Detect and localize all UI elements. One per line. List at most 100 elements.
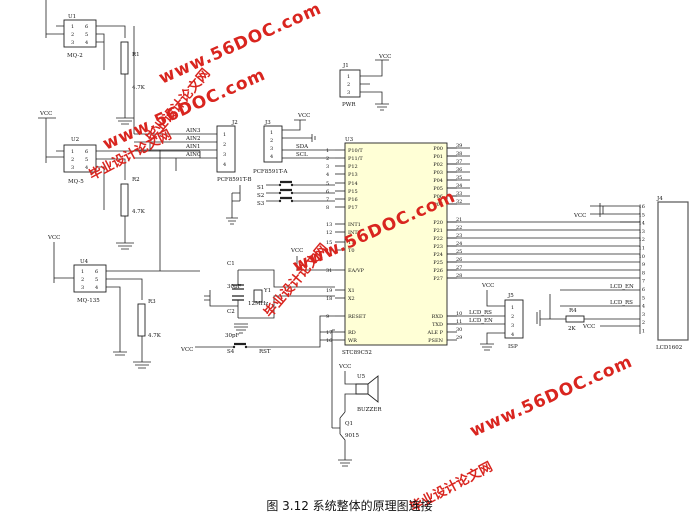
connector-j1: J1 VCC 1 2 3 PWR <box>339 54 391 111</box>
u3-left-pin-number: 5 <box>326 181 329 187</box>
j4-pin-number: 16 <box>639 204 645 210</box>
u3-ref: U3 <box>345 137 354 143</box>
j4-pin-number: 6 <box>642 287 645 293</box>
j5-net: LCD_RS <box>469 310 492 316</box>
j4-name: LCD1602 <box>656 345 682 351</box>
u3-right-pin-number: 26 <box>456 257 462 263</box>
u3-right-pin-number: 25 <box>456 249 462 255</box>
r2-ref: R2 <box>132 177 140 183</box>
j4-net: LCD_RS <box>610 300 633 306</box>
connector-j5: VCC J5 1 2 3 4 ISP LCD_RS LCD_EN <box>447 283 524 351</box>
j1-ref: J1 <box>342 63 349 69</box>
u3-right-pin-number: 37 <box>456 159 462 165</box>
j1-body <box>339 69 361 98</box>
u3-left-pin-label: INT0 <box>348 230 361 236</box>
u3-right-pin-number: 36 <box>456 167 462 173</box>
connector-j2: J2 1 2 3 4 AIN3 AIN2 AIN1 AIN0 PCF8591T-… <box>133 26 252 271</box>
u3-right-pin-label: PSEN <box>428 338 443 344</box>
u3-right-pin-label: TXD <box>432 322 443 328</box>
r3-body <box>137 303 146 337</box>
u3-right-pin-label: P22 <box>433 236 443 242</box>
reset-switch-s4: VCC S4 RST <box>180 315 335 355</box>
j4-pin-number: 1 <box>642 329 645 335</box>
u3-right-pin-label: P23 <box>433 244 443 250</box>
j3-name: PCF8591T-A <box>253 169 289 175</box>
u4-name: MQ-135 <box>77 298 100 304</box>
u3-right-pin-number: 29 <box>456 335 462 341</box>
connector-j3: J3 VCC 1 2 3 4 SDA SCL PCF8591T-A <box>253 113 335 175</box>
u3-right-pin-number: 32 <box>456 199 462 205</box>
c2-ref: C2 <box>227 309 235 315</box>
u4-ref: U4 <box>80 259 89 265</box>
r3-value: 4.7K <box>148 333 162 339</box>
u2-pin: 2 <box>71 157 74 163</box>
u3-right-pin-label: P25 <box>433 260 443 266</box>
q1-name: 9015 <box>345 433 359 439</box>
resistor-r4: R4 2K VCC <box>536 294 640 332</box>
j2-pin: 1 <box>223 132 226 138</box>
j4-pin-number: 13 <box>639 229 645 235</box>
u2-pin: 4 <box>85 165 88 171</box>
u3-name: STC89C52 <box>342 350 372 356</box>
u3-right-pin-number: 21 <box>456 217 462 223</box>
sensor-u2: U2 VCC 1 2 3 6 5 4 MQ-5 R2 4.7K <box>38 111 200 250</box>
u3-left-pin-label: WR <box>348 338 357 344</box>
j1-pin: 2 <box>347 82 350 88</box>
c2-value: 30pF <box>225 333 240 339</box>
u3-left-pin-label: INT1 <box>348 222 361 228</box>
r3-ref: R3 <box>148 299 156 305</box>
r1-value: 4.7K <box>132 85 146 91</box>
u3-right-pin-label: P00 <box>433 146 443 152</box>
u3-left-pin-label: T0 <box>348 248 355 254</box>
u3-left-pin-number: 19 <box>326 288 332 294</box>
u3-right-pin-number: 28 <box>456 273 462 279</box>
y1-body <box>253 289 263 303</box>
j3-ref: J3 <box>264 120 271 126</box>
u3-right-pin-number: 30 <box>456 327 462 333</box>
u3-right-pin-label: P01 <box>433 154 443 160</box>
watermark-url: www.56DOC.com <box>467 352 636 442</box>
u3-left-pin-label: X2 <box>348 296 355 302</box>
u3-left-pin-number: 14 <box>326 248 332 254</box>
switch-ref: S3 <box>257 201 265 207</box>
u3-left-pin-number: 7 <box>326 197 329 203</box>
y1-value: 12MHz <box>248 301 268 307</box>
j2-net: AIN1 <box>185 144 200 150</box>
vcc-label: VCC <box>582 324 595 330</box>
u1-name: MQ-2 <box>67 53 83 59</box>
j3-body <box>263 125 283 163</box>
j5-name: ISP <box>508 344 518 350</box>
u3-left-pin-label: RESET <box>348 314 366 320</box>
j2-net: AIN0 <box>185 152 201 158</box>
y1-ref: Y1 <box>263 288 271 294</box>
switch-ref: S2 <box>257 193 264 199</box>
r2-value: 4.7K <box>132 209 146 215</box>
vcc-label: VCC <box>481 283 494 289</box>
u3-right-pin-number: 35 <box>456 175 462 181</box>
u3-right-pin-number: 33 <box>456 191 462 197</box>
switch-ref: S1 <box>257 185 264 191</box>
figure-caption: 图 3.12 系统整体的原理图连接 <box>266 499 433 513</box>
u3-left-pin-number: 9 <box>326 314 329 320</box>
oscillator: VCC C1 30pF C2 30pF Y1 12MHz <box>204 248 335 339</box>
u1-pin: 6 <box>85 24 88 30</box>
j5-net: LCD_EN <box>469 318 493 324</box>
j4-pin-number: 10 <box>639 254 645 260</box>
u4-body <box>73 264 107 293</box>
vcc-label: VCC <box>47 235 60 241</box>
u5-ref: U5 <box>357 374 366 380</box>
u4-pin: 4 <box>95 285 98 291</box>
vcc-label: VCC <box>573 213 586 219</box>
j2-net: AIN2 <box>185 136 200 142</box>
u1-pin: 3 <box>71 40 74 46</box>
vcc-label: VCC <box>180 347 193 353</box>
u3-right-pin-number: 34 <box>456 183 462 189</box>
u2-pin: 6 <box>85 149 88 155</box>
u3-left-pin-label: P14 <box>348 181 358 187</box>
r2-body <box>120 183 129 217</box>
j2-net: AIN3 <box>185 128 201 134</box>
q1-ref: Q1 <box>345 421 353 427</box>
u3-left-pin-number: 8 <box>326 205 329 211</box>
